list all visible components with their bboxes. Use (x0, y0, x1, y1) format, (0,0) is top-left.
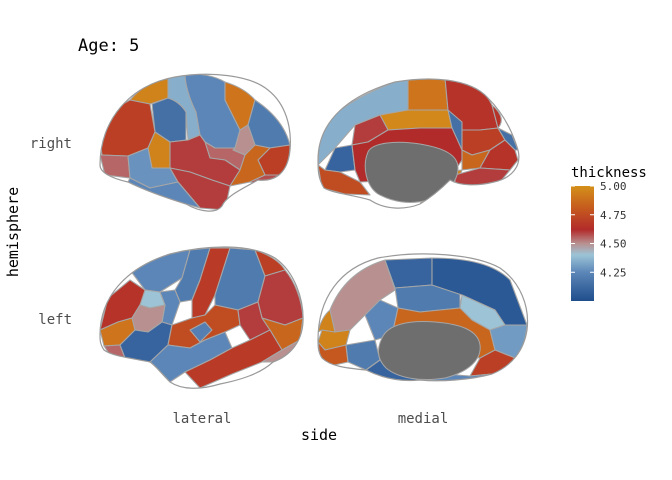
brain-region (447, 109, 463, 151)
brain-region (247, 99, 291, 149)
legend-tick-label: 4.75 (600, 209, 627, 222)
brain-region (454, 167, 511, 187)
medial-wall (378, 321, 481, 381)
panel-right-lateral (100, 74, 291, 211)
x-tick-lateral: lateral (172, 411, 231, 427)
x-axis-title: side (301, 426, 337, 444)
brain-region (100, 154, 131, 179)
brain-region (329, 259, 396, 333)
panel-right-medial (318, 79, 519, 206)
chart-title: Age: 5 (78, 36, 139, 56)
brain-region (189, 321, 213, 343)
brain-region (407, 79, 449, 111)
y-axis-title: hemisphere (4, 187, 22, 277)
brain-outline (317, 78, 520, 209)
legend-tick-label: 4.50 (600, 238, 627, 251)
medial-wall (364, 141, 459, 203)
x-tick-medial: medial (398, 411, 449, 427)
brain-outline (99, 246, 304, 389)
brain-outline (99, 73, 291, 212)
brain-outline (317, 253, 529, 382)
panel-left-lateral (100, 247, 304, 389)
brain-region (324, 144, 356, 173)
brain-region (100, 99, 156, 157)
brain-region (184, 329, 283, 389)
brain-region (318, 309, 336, 333)
legend: thickness 4.25 4.50 4.75 5.00 (571, 165, 647, 301)
brain-region (257, 269, 304, 326)
panel-left-medial (318, 257, 528, 381)
y-tick-right: right (30, 136, 72, 152)
legend-tick-label: 4.25 (600, 266, 627, 279)
legend-colorbar (571, 186, 594, 301)
legend-tick-label: 5.00 (600, 180, 627, 193)
brain-region (229, 144, 271, 187)
brain-region (379, 109, 453, 131)
y-tick-left: left (38, 312, 72, 328)
legend-title: thickness (571, 165, 647, 181)
